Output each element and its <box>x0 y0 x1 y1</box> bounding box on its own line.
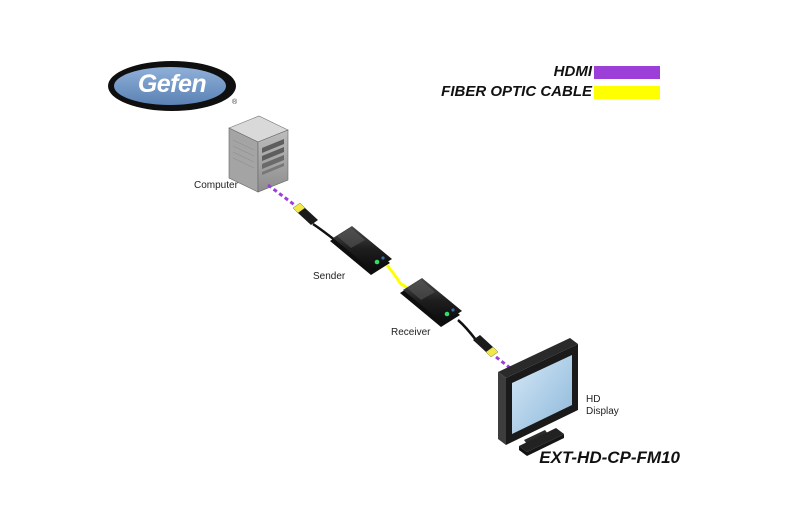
registered-mark: ® <box>232 98 238 106</box>
sender-unit-icon <box>330 226 392 275</box>
legend-swatch-hdmi <box>594 66 660 79</box>
receiver-unit-icon <box>400 278 462 327</box>
display-label-line1: HD <box>586 394 601 405</box>
legend-swatch-fiber <box>594 86 660 99</box>
hdmi-cable-receiver-display <box>495 355 515 373</box>
gefen-logo: ® <box>108 61 238 111</box>
hdmi-cable-computer-sender <box>267 183 297 208</box>
display-hdmi-adapter <box>473 335 499 358</box>
fiber-optic-cable <box>385 264 411 292</box>
receiver-short-cable <box>457 319 477 341</box>
model-number: EXT-HD-CP-FM10 <box>539 448 680 467</box>
sender-hdmi-adapter <box>292 202 318 225</box>
display-label-line2: Display <box>586 406 619 417</box>
sender-short-cable <box>312 222 337 242</box>
legend-label-fiber: FIBER OPTIC CABLE <box>441 83 592 100</box>
receiver-label: Receiver <box>391 327 431 338</box>
gefen-logo-text: Gefen <box>137 70 207 98</box>
monitor-icon <box>498 338 578 456</box>
computer-label: Computer <box>194 180 238 191</box>
sender-label: Sender <box>313 271 346 282</box>
computer-tower-icon <box>228 115 289 193</box>
legend-label-hdmi: HDMI <box>553 63 592 80</box>
